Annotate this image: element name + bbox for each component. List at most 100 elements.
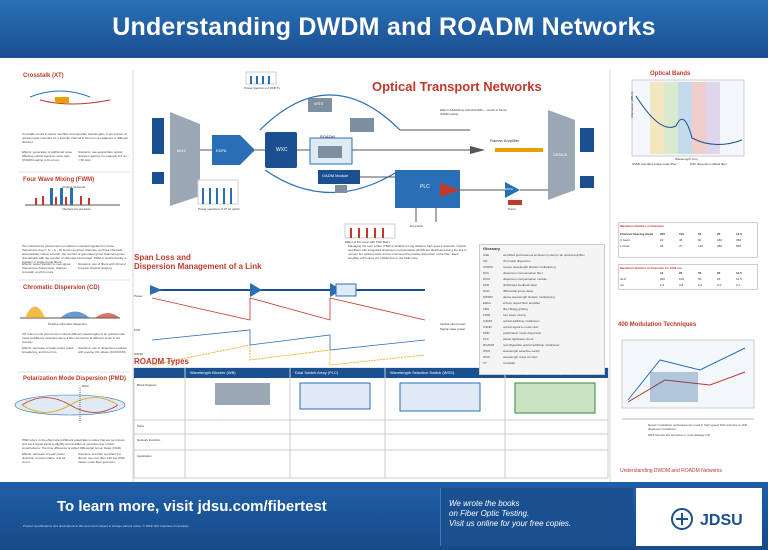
glossary-definition: reconfigurable optical add/drop multiple… (503, 343, 560, 347)
table-header-cell: 12.5 (736, 232, 742, 236)
glossary-definition: crosstalk (503, 361, 515, 365)
glossary-definition: differential group delay (503, 289, 534, 293)
table-cell: C band (620, 238, 630, 242)
glossary-term: XT (483, 361, 487, 365)
books-line1: We wrote the books (449, 499, 520, 508)
glossary-term: OADM (483, 319, 492, 323)
glossary-definition: dense wavelength division multiplexing (503, 295, 555, 299)
glossary-definition: planar lightwave circuit (503, 337, 534, 341)
roadm-type-column-header: Wavelength Cross Connect (WXC) (510, 370, 572, 375)
roadm-type-row-label: Network Function (137, 438, 161, 442)
table-cell: 560 (736, 244, 742, 248)
table-header-cell: 10 (660, 271, 664, 275)
crosstalk-title: Crosstalk (XT) (23, 73, 64, 79)
table-header-cell: Channel Spacing (GHz) (620, 232, 654, 236)
fwm-interference-label: Interference products (62, 207, 91, 211)
table-header-cell: 20 (679, 271, 683, 275)
span-title-line1: Span Loss and (134, 253, 191, 262)
raman-label: Raman Amplifier (490, 138, 520, 143)
span-osnr-label: OSNR (134, 352, 143, 356)
glossary-term: WXC (483, 355, 490, 359)
roadm-types-title: ROADM Types (134, 357, 189, 366)
mux-label: MUX (177, 148, 186, 153)
jdsu-logo-icon (671, 508, 693, 530)
table-cell: 180 (717, 238, 723, 242)
fwm-effects: Effects: power transfer to new signal fr… (22, 262, 71, 274)
logo-box (636, 488, 762, 546)
table-cell: 0.8 (679, 283, 684, 287)
table-cell: 50 (698, 277, 702, 281)
glossary-term: DCM (483, 277, 490, 281)
books-text[interactable]: We wrote the books on Fiber Optic Testin… (449, 499, 571, 529)
glossary-term: WSS (483, 349, 490, 353)
edfa2-label: EDFA (505, 187, 513, 191)
table-cell: 1.6 (660, 283, 665, 287)
glossary-definition: optical signal to noise ratio (503, 325, 539, 329)
roadm-type-row-label: Ports (137, 424, 145, 428)
glossary-term: ASE (483, 253, 490, 257)
table-cell: 90 (698, 238, 702, 242)
roadm-type-column-header: Wavelength Blocker (WB) (190, 370, 236, 375)
table-header-cell: 100 (679, 232, 685, 236)
books-line3: Visit us online for your free copies. (449, 519, 572, 528)
cd-pulse-label: Positive chromatic dispersion (48, 322, 87, 326)
wxc-label: WXC (276, 147, 288, 153)
glossary-definition: wavelength selective switch (503, 349, 540, 353)
optical-bands-x-label: Wavelength (nm) (675, 157, 698, 161)
modulation-note2: NRZ formats are sensitive to most leakag… (648, 433, 711, 437)
glossary-term: PMD (483, 331, 490, 335)
table-cell: 280 (717, 244, 723, 248)
table-cell: L band (620, 244, 630, 248)
speed-table-title: Maximum Number of Channels for 1550 nm (620, 266, 682, 270)
speed-table (618, 264, 758, 290)
span-power-label: Power (134, 294, 143, 298)
fwm-body: Two interference phenomenon produces unw… (22, 244, 127, 264)
footer-legal: Product specifications and descriptions … (23, 524, 189, 528)
table-cell: 360 (736, 238, 742, 242)
table-cell: nm (620, 283, 625, 287)
table-cell: 25 (717, 277, 721, 281)
cd-solutions: Solutions: use of dispersion modules wit… (78, 346, 127, 354)
glossary-definition: erbium doped fiber amplifier (503, 301, 541, 305)
pmd-effects: Effects: decrease of peak power, distort… (22, 452, 66, 464)
table-cell: 0.4 (698, 283, 703, 287)
glossary-definition: dispersion compensation module (503, 277, 547, 281)
table-header-cell: 20 (717, 271, 721, 275)
glossary-definition: distributed feedback laser (503, 283, 538, 287)
jdsu-logo-text: JDSU (700, 512, 743, 529)
pmd-solutions: Solutions: low fiber specified (no fiber… (78, 452, 125, 464)
table-cell: 45 (679, 238, 683, 242)
pmd-dgd-label: DGD (82, 384, 89, 388)
pump-label: Pump (508, 207, 516, 211)
modulation-title: 400 Modulation Techniques (618, 322, 697, 328)
glossary-definition: coarse wavelength division multiplexing (503, 265, 556, 269)
glossary-term: DFB (483, 283, 489, 287)
table-header-cell: 200 (660, 232, 666, 236)
table-cell: 12.5 (736, 277, 742, 281)
optical-bands-title: Optical Bands (650, 71, 691, 77)
otn-power-spectrum-label: Power spectrum of DFB Tx (244, 86, 280, 90)
glossary-definition: dispersion compensation fiber (503, 271, 543, 275)
table-header-cell: 50 (698, 232, 702, 236)
glossary-definition: amplified spontaneous emission (noise) i… (503, 253, 585, 257)
otn-title: Optical Transport Networks (372, 79, 542, 94)
span-cd-label: ΣCD (134, 328, 141, 332)
roadm-type-column-header: Wavelength Selective Switch (WSS) (390, 370, 455, 375)
books-line2: on Fiber Optic Testing. (449, 509, 530, 518)
fwm-title: Four Wave Mixing (FWM) (23, 177, 95, 183)
span-title-line2: Dispersion Management of a Link (134, 262, 262, 271)
oadm-label: OADM Module (322, 173, 349, 178)
otn-effect-roadm-label: Effect of Add/Drop with ROADM — levels t… (440, 108, 507, 116)
pmd-title: Polarization Mode Dispersion (PMD) (23, 376, 127, 382)
books-box (440, 488, 633, 546)
footer-url-link[interactable]: To learn more, visit jdsu.com/fibertest (57, 498, 327, 515)
glossary-term: ROADM (483, 343, 495, 347)
poster-graphics (14, 70, 755, 482)
roadm-type-row-label: Block Diagram (137, 383, 157, 387)
table-cell: 200 (660, 277, 666, 281)
glossary-definition: wavelength cross connect (503, 355, 538, 359)
page-title: Understanding DWDM and ROADM Networks (112, 13, 656, 41)
bottom-note: Understanding DWDM and ROADM Networks (620, 468, 722, 474)
span-optical-input-label: Optical input power (440, 322, 466, 326)
drop-add-label: Drop Add (410, 224, 423, 228)
